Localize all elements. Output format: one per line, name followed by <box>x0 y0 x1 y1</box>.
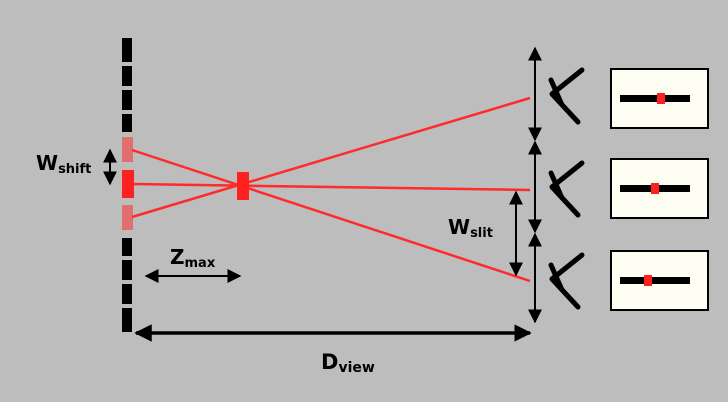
w-shift-label: Wshift <box>36 151 91 177</box>
z-max-label: Zmax <box>170 245 216 271</box>
slit-top-faded <box>122 137 133 162</box>
eye-icon <box>548 252 585 310</box>
w-slit-label: Wslit <box>448 215 493 241</box>
view-panel-bottom <box>610 250 709 311</box>
slit-bottom-faded <box>122 205 133 230</box>
view-panel-middle <box>610 158 709 219</box>
slit-center-lit <box>122 170 134 198</box>
slit-barrier <box>122 38 132 332</box>
view-marker-middle <box>651 183 659 194</box>
eye-icon <box>548 160 585 218</box>
eye-icon <box>548 67 585 125</box>
view-marker-bottom <box>644 275 652 286</box>
d-view-label: Dview <box>321 350 375 376</box>
view-panel-top <box>610 68 709 129</box>
light-rays <box>131 96 531 283</box>
focal-point-block <box>237 172 249 200</box>
view-marker-top <box>657 93 665 104</box>
